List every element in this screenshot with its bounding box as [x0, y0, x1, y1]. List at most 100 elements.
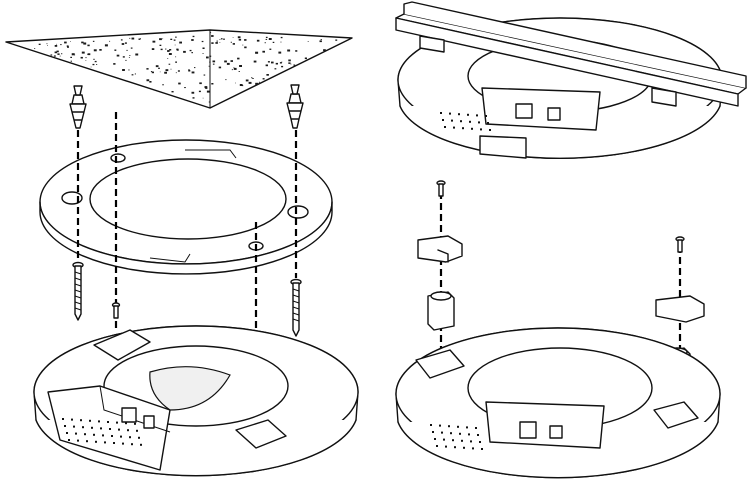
- speckle: [245, 79, 249, 82]
- speckle: [233, 67, 235, 69]
- speckle: [183, 50, 186, 53]
- speckle: [267, 61, 270, 63]
- mounting-clip: [415, 349, 465, 379]
- speckle: [274, 68, 277, 70]
- speckle: [224, 60, 227, 63]
- speckle: [231, 69, 233, 71]
- speckle: [265, 36, 268, 38]
- ethernet-port-icon: [519, 421, 537, 439]
- speckle: [255, 82, 259, 85]
- speckle: [275, 62, 278, 65]
- speckle: [87, 53, 89, 55]
- vent-hole: [82, 426, 84, 429]
- vent-hole: [98, 420, 100, 423]
- speckle: [162, 84, 164, 86]
- speckle: [288, 59, 291, 62]
- speckle: [320, 39, 322, 40]
- speckle: [146, 68, 149, 70]
- speckle: [134, 73, 136, 75]
- speckle: [71, 53, 75, 56]
- speckle: [230, 60, 233, 62]
- speckle: [209, 61, 211, 63]
- speckle: [167, 58, 169, 59]
- speckle: [170, 68, 172, 70]
- speckle: [251, 77, 253, 79]
- speckle: [159, 44, 162, 46]
- speckle: [280, 36, 283, 39]
- vent-hole: [449, 112, 451, 115]
- vent-hole: [436, 445, 438, 447]
- vent-hole: [68, 439, 70, 441]
- speckle: [202, 47, 205, 49]
- speckle: [281, 65, 284, 68]
- speckle: [149, 81, 152, 83]
- vent-hole: [118, 428, 120, 431]
- speckle: [208, 65, 210, 67]
- speckle: [293, 64, 296, 66]
- ethernet-port-icon: [121, 407, 137, 423]
- speckle: [152, 40, 156, 43]
- speckle: [47, 45, 48, 46]
- vent-hole: [434, 438, 436, 440]
- screw-icon: [436, 180, 446, 197]
- vent-hole: [91, 426, 93, 429]
- speckle: [80, 56, 83, 59]
- vent-hole: [84, 433, 86, 436]
- screw-icon: [72, 261, 84, 321]
- speckle: [168, 53, 172, 55]
- speckle: [191, 71, 195, 74]
- speckle: [206, 90, 210, 93]
- speckle: [203, 74, 206, 76]
- t-rail-mount-panel: [395, 1, 747, 479]
- speckle: [146, 79, 150, 82]
- vent-hole: [476, 114, 478, 117]
- speckle: [272, 41, 275, 43]
- vent-hole: [462, 127, 464, 130]
- speckle: [287, 49, 291, 52]
- vent-hole: [71, 418, 73, 421]
- vent-hole: [113, 442, 115, 444]
- speckle: [159, 38, 162, 41]
- speckle: [192, 97, 195, 99]
- speckle: [139, 38, 141, 40]
- vent-hole: [461, 439, 463, 442]
- speckle: [223, 38, 225, 40]
- vent-hole: [77, 439, 79, 442]
- access-point-right: [395, 327, 721, 479]
- speckle: [253, 60, 257, 63]
- speckle: [238, 38, 242, 41]
- power-port-icon: [143, 415, 155, 429]
- speckle: [174, 44, 176, 46]
- speckle: [304, 57, 307, 60]
- vent-hole: [471, 127, 473, 130]
- speckle: [234, 68, 237, 70]
- speckle: [323, 49, 326, 52]
- speckle: [175, 56, 177, 58]
- ceiling-texture: [34, 32, 338, 103]
- speckle: [189, 49, 192, 52]
- vent-hole: [122, 442, 124, 445]
- vent-hole: [466, 426, 468, 429]
- vent-hole: [458, 113, 460, 116]
- speckle: [194, 67, 196, 69]
- speckle: [198, 90, 201, 93]
- rail-clip: [419, 35, 445, 53]
- speckle: [54, 51, 58, 54]
- speckle: [90, 66, 92, 68]
- speckle: [129, 55, 131, 56]
- power-port-icon: [549, 425, 563, 439]
- vent-hole: [478, 121, 480, 124]
- wall-anchor-right-icon: [286, 84, 304, 129]
- speckle: [238, 71, 240, 72]
- speckle: [248, 81, 252, 84]
- speckle: [191, 39, 194, 41]
- speckle: [150, 71, 153, 72]
- speckle: [206, 56, 209, 59]
- speckle: [124, 42, 127, 44]
- vent-holes: [430, 424, 483, 450]
- vent-hole: [460, 120, 462, 123]
- speckle: [239, 65, 242, 67]
- vent-holes: [440, 112, 491, 131]
- vent-hole: [457, 425, 459, 428]
- vent-hole: [62, 418, 64, 420]
